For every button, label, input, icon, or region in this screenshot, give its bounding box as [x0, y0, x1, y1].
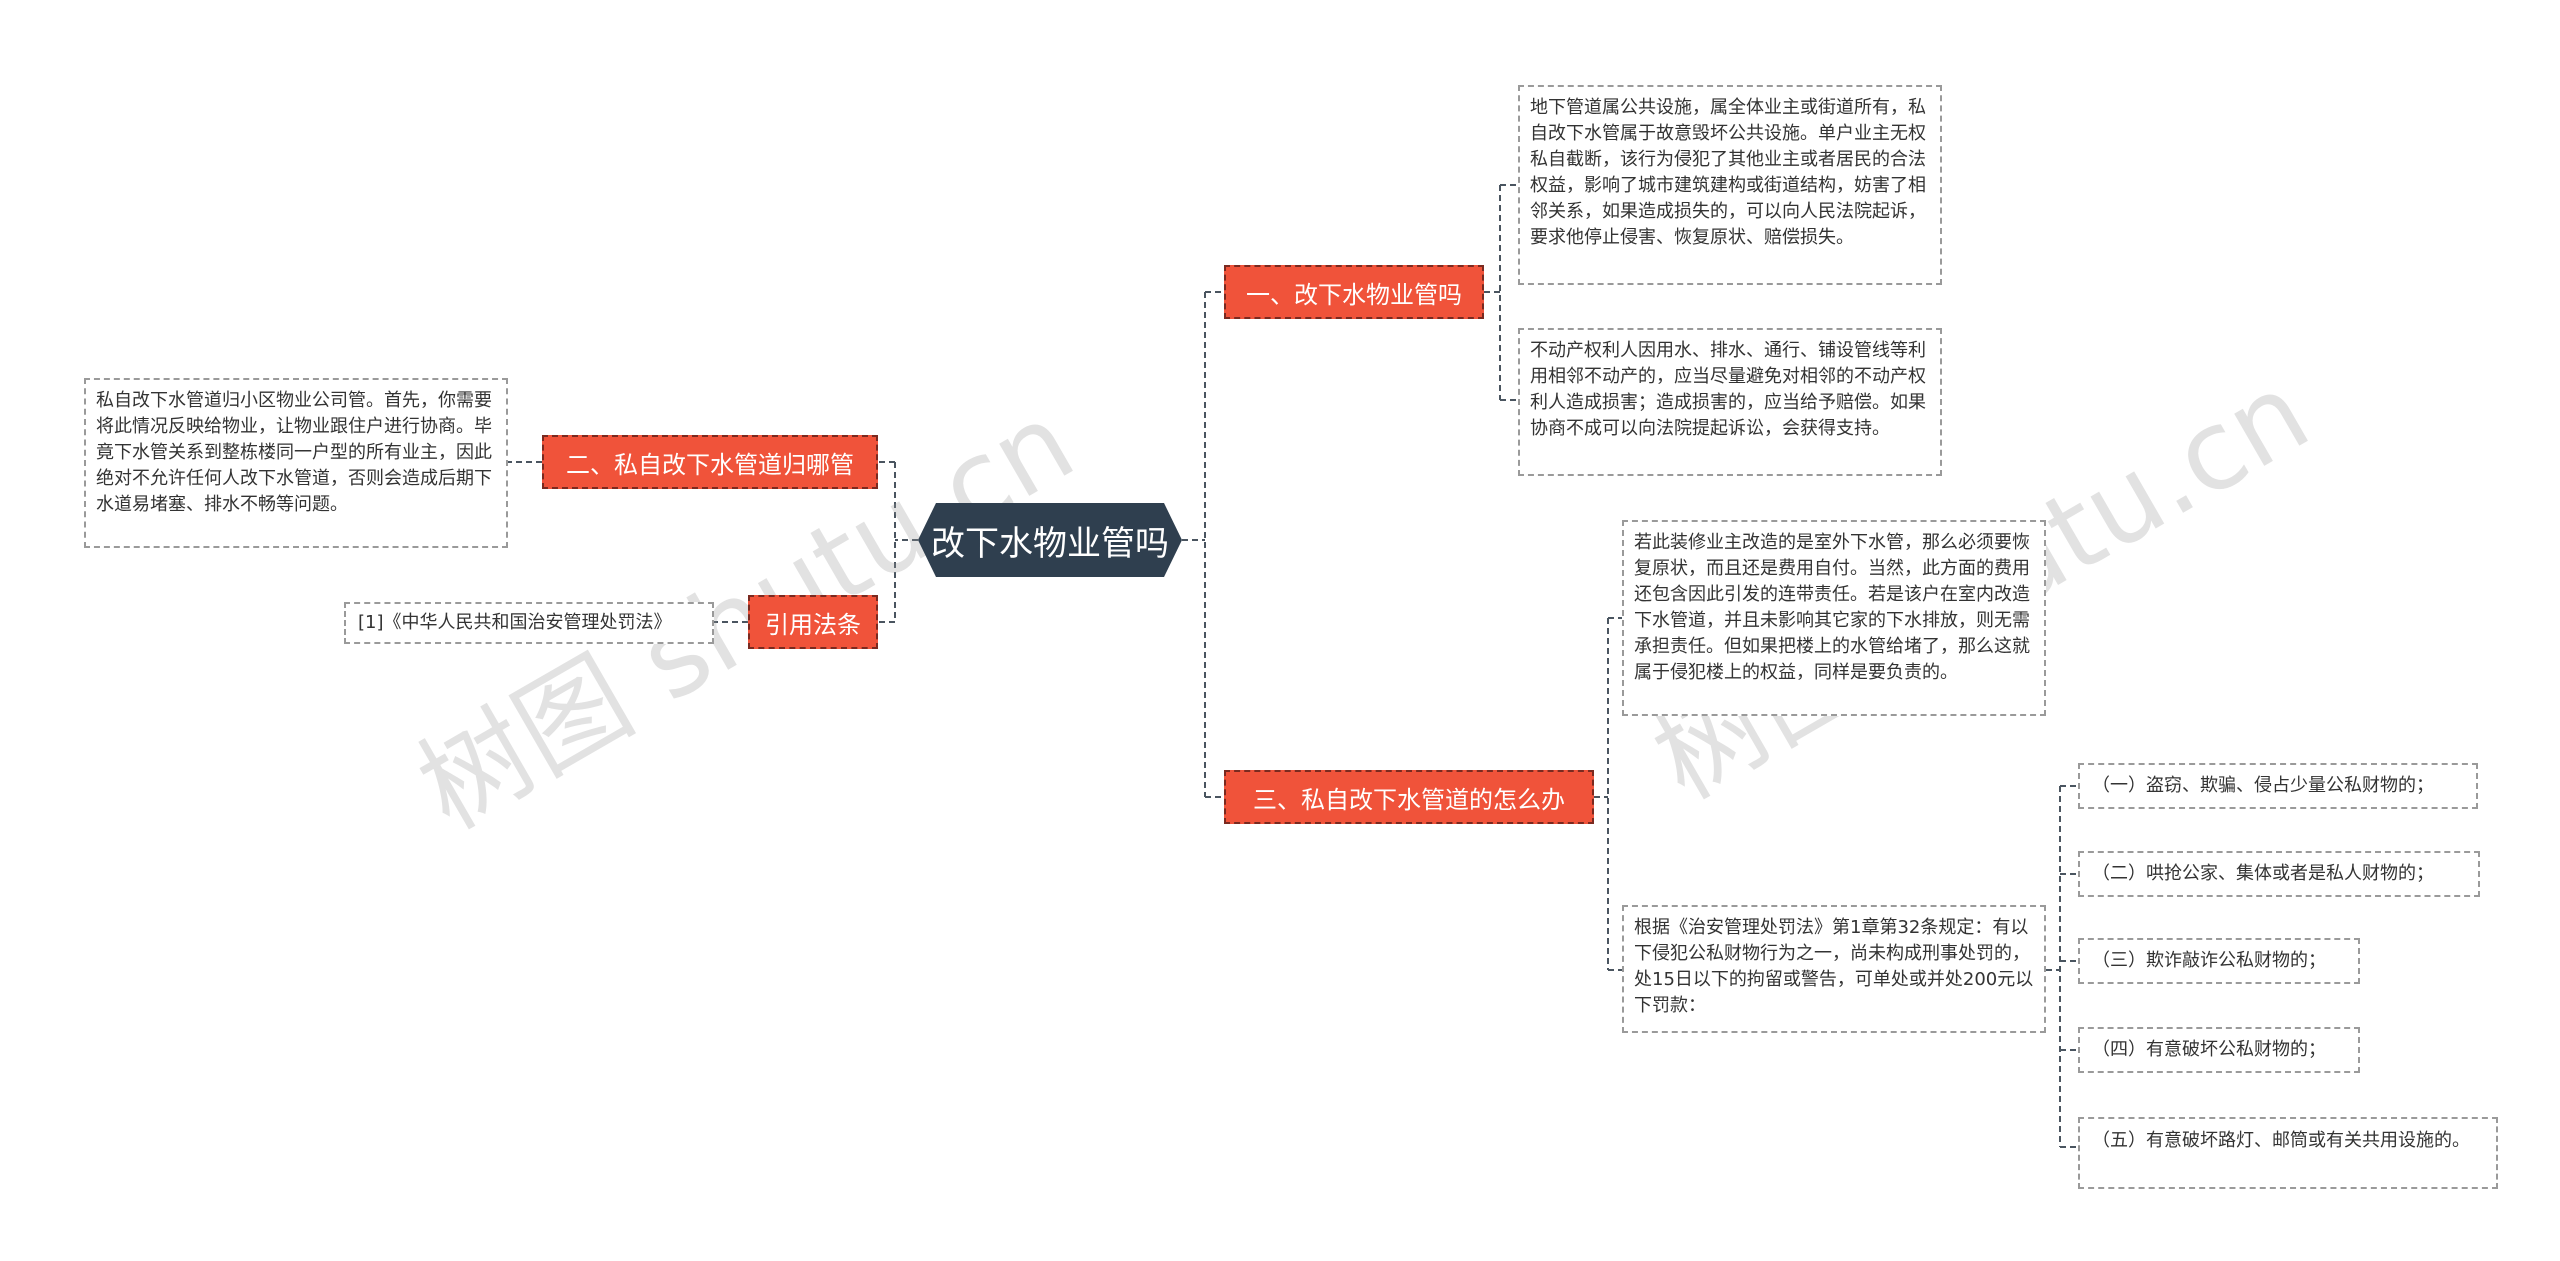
branch-3-label: 三、私自改下水管道的怎么办 — [1253, 785, 1565, 814]
leaf-b3-1[interactable]: 若此装修业主改造的是室外下水管，那么必须要恢复原状，而且还是费用自付。当然，此方… — [1622, 520, 2046, 716]
leaf-b3-2[interactable]: 根据《治安管理处罚法》第1章第32条规定：有以下侵犯公私财物行为之一，尚未构成刑… — [1622, 905, 2046, 1033]
sub-item-5[interactable]: （五）有意破坏路灯、邮筒或有关共用设施的。 — [2078, 1117, 2498, 1189]
leaf-b4-1[interactable]: [1]《中华人民共和国治安管理处罚法》 — [344, 602, 714, 644]
central-topic[interactable]: 改下水物业管吗 — [918, 503, 1182, 577]
central-topic-label: 改下水物业管吗 — [931, 523, 1169, 564]
branch-4-label: 引用法条 — [765, 610, 861, 639]
connector-b3-leaves — [1594, 617, 1622, 971]
branch-1[interactable]: 一、改下水物业管吗 — [1224, 265, 1484, 319]
leaf-b2-1[interactable]: 私自改下水管道归小区物业公司管。首先，你需要将此情况反映给物业，让物业跟住户进行… — [84, 378, 508, 548]
connector-b1-leaves — [1484, 184, 1518, 401]
connector-sub-items — [2046, 785, 2078, 1148]
sub-item-2[interactable]: （二）哄抢公家、集体或者是私人财物的； — [2078, 851, 2480, 897]
sub-item-1[interactable]: （一）盗窃、欺骗、侵占少量公私财物的； — [2078, 763, 2478, 809]
branch-2[interactable]: 二、私自改下水管道归哪管 — [542, 435, 878, 489]
sub-item-4[interactable]: （四）有意破坏公私财物的； — [2078, 1027, 2360, 1073]
sub-item-3[interactable]: （三）欺诈敲诈公私财物的； — [2078, 938, 2360, 984]
connector-central-right — [1182, 291, 1224, 798]
leaf-b1-1[interactable]: 地下管道属公共设施，属全体业主或街道所有，私自改下水管属于故意毁坏公共设施。单户… — [1518, 85, 1942, 285]
connector-central-left — [878, 461, 918, 623]
branch-2-label: 二、私自改下水管道归哪管 — [566, 450, 854, 479]
branch-3[interactable]: 三、私自改下水管道的怎么办 — [1224, 770, 1594, 824]
branch-4[interactable]: 引用法条 — [748, 595, 878, 649]
leaf-b1-2[interactable]: 不动产权利人因用水、排水、通行、铺设管线等利用相邻不动产的，应当尽量避免对相邻的… — [1518, 328, 1942, 476]
branch-1-label: 一、改下水物业管吗 — [1246, 280, 1462, 309]
